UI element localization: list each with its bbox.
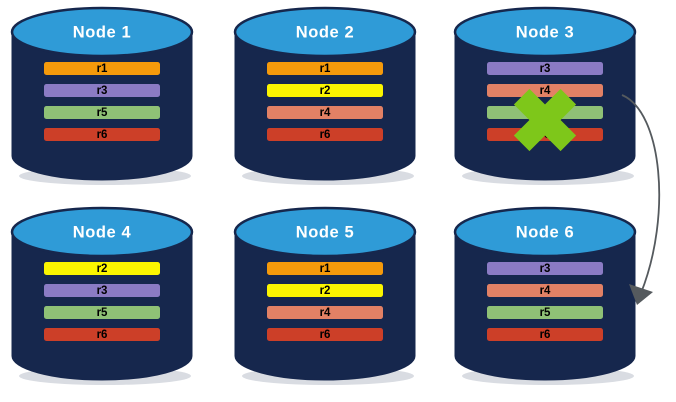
replica-label-r4: r4	[320, 307, 331, 319]
replica-label-r1: r1	[320, 263, 331, 275]
replica-bar-r6[interactable]	[44, 328, 160, 341]
replica-bar-r4[interactable]	[267, 106, 383, 119]
replica-label-r4: r4	[540, 285, 551, 297]
replica-bar-r1[interactable]	[44, 62, 160, 75]
replica-label-r1: r1	[97, 63, 108, 75]
cylinder-top	[453, 206, 637, 258]
cylinder-top	[233, 206, 417, 258]
replica-label-r5: r5	[97, 107, 108, 119]
replication-arrow-head-icon	[629, 284, 653, 305]
replica-bar-r1[interactable]	[267, 62, 383, 75]
replica-bar-r1[interactable]	[267, 262, 383, 275]
replica-bar-r2[interactable]	[267, 84, 383, 97]
node-title: Node 5	[296, 223, 355, 241]
replica-label-r3: r3	[97, 285, 108, 297]
node-6[interactable]: Node 6 r3 r4 r5 r6	[453, 206, 637, 385]
cylinder-top	[233, 6, 417, 58]
replica-label-r6: r6	[97, 329, 108, 341]
node-title: Node 2	[296, 23, 355, 41]
replica-label-r1: r1	[320, 63, 331, 75]
node-3[interactable]: Node 3r3r4r5r6	[453, 6, 637, 185]
replica-bar-r3[interactable]	[487, 262, 603, 275]
replica-bar-r3[interactable]	[487, 62, 603, 75]
cylinder-top	[10, 6, 194, 58]
cylinder-top	[10, 206, 194, 258]
replica-bar-r4[interactable]	[267, 306, 383, 319]
replica-bar-r5[interactable]	[44, 106, 160, 119]
node-5[interactable]: Node 5 r1 r2 r4 r6	[233, 206, 417, 385]
replica-label-r3: r3	[540, 63, 551, 75]
overlay-layer	[513, 88, 661, 305]
replica-bar-r2[interactable]	[267, 284, 383, 297]
node-title: Node 1	[73, 23, 132, 41]
replica-label-r6: r6	[320, 129, 331, 141]
replica-label-r6: r6	[540, 329, 551, 341]
replica-bar-r6[interactable]	[267, 128, 383, 141]
replica-bar-r6[interactable]	[267, 328, 383, 341]
replication-arrow-line	[621, 94, 661, 294]
replica-label-r6: r6	[320, 329, 331, 341]
replication-arrow	[621, 94, 661, 305]
replica-bar-r3[interactable]	[44, 284, 160, 297]
replica-bar-r5[interactable]	[487, 306, 603, 319]
x-stroke-2	[513, 88, 577, 152]
replica-bar-r5[interactable]	[44, 306, 160, 319]
node-2[interactable]: Node 2 r1 r2 r4 r6	[233, 6, 417, 185]
replica-label-r3: r3	[97, 85, 108, 97]
replica-label-r3: r3	[540, 263, 551, 275]
node-1[interactable]: Node 1 r1 r3 r5 r6	[10, 6, 194, 185]
replica-label-r2: r2	[320, 85, 331, 97]
replica-label-r2: r2	[97, 263, 108, 275]
replica-bar-r4[interactable]	[487, 84, 603, 97]
node-4[interactable]: Node 4 r2 r3 r5 r6	[10, 206, 194, 385]
replica-label-r5: r5	[540, 307, 551, 319]
cylinder-top	[453, 6, 637, 58]
replica-bar-r2[interactable]	[44, 262, 160, 275]
replica-label-r5: r5	[97, 307, 108, 319]
replica-bar-r4[interactable]	[487, 284, 603, 297]
node-failure-x-icon	[513, 88, 577, 152]
nodes-layer: Node 1 r1 r3 r5 r6 Node 2 r1 r2 r4 r6 Node 3 r3 r4 r5…	[10, 6, 637, 385]
replica-label-r6: r6	[97, 129, 108, 141]
replica-bar-r6[interactable]	[487, 328, 603, 341]
replica-label-r4: r4	[320, 107, 331, 119]
node-title: Node 6	[516, 223, 575, 241]
node-title: Node 3	[516, 23, 575, 41]
replica-bar-r3[interactable]	[44, 84, 160, 97]
node-title: Node 4	[73, 223, 132, 241]
replica-label-r4: r4	[540, 85, 551, 97]
replica-label-r2: r2	[320, 285, 331, 297]
replica-bar-r6[interactable]	[44, 128, 160, 141]
